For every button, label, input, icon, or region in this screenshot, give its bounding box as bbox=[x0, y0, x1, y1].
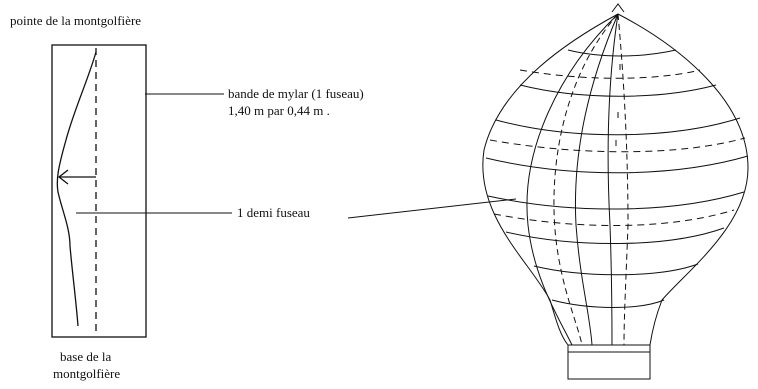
label-balloon-tip: pointe de la montgolfière bbox=[10, 13, 142, 28]
parallel-4 bbox=[485, 155, 749, 174]
balloon-sketch bbox=[482, 3, 749, 380]
parallel-dashed-1 bbox=[519, 69, 701, 79]
parallel-dashed-3 bbox=[493, 209, 735, 226]
balloon-outline-right bbox=[617, 13, 749, 346]
label-mylar-strip: bande de mylar (1 fuseau) bbox=[228, 86, 364, 101]
parallel-7 bbox=[533, 263, 699, 276]
strip-outline bbox=[51, 44, 147, 338]
seam-dashed-2 bbox=[617, 13, 629, 346]
seam-3 bbox=[607, 13, 619, 346]
seam-1 bbox=[526, 13, 619, 346]
label-base-line2: montgolfière bbox=[53, 366, 121, 381]
parallel-dashed-2 bbox=[489, 137, 746, 153]
balloon-outline-left bbox=[482, 13, 619, 346]
label-base-line1: base de la bbox=[60, 349, 112, 364]
parallel-5 bbox=[487, 191, 745, 210]
parallel-1 bbox=[567, 49, 677, 57]
parallel-3 bbox=[495, 117, 741, 136]
balloon-top-point bbox=[611, 3, 625, 13]
parallel-8 bbox=[551, 299, 665, 308]
seam-dashed-1 bbox=[553, 13, 619, 346]
parallel-6 bbox=[505, 227, 725, 245]
arrow-head-icon bbox=[57, 169, 69, 185]
balloon-base bbox=[567, 344, 651, 380]
label-half-gore: 1 demi fuseau bbox=[237, 205, 310, 220]
parallel-2 bbox=[519, 84, 717, 97]
half-gore-leader-right bbox=[347, 198, 517, 219]
label-strip-size: 1,40 m par 0,44 m . bbox=[228, 103, 330, 118]
gore-curve bbox=[56, 51, 97, 327]
seam-2 bbox=[574, 13, 619, 346]
mylar-strip bbox=[51, 44, 147, 338]
